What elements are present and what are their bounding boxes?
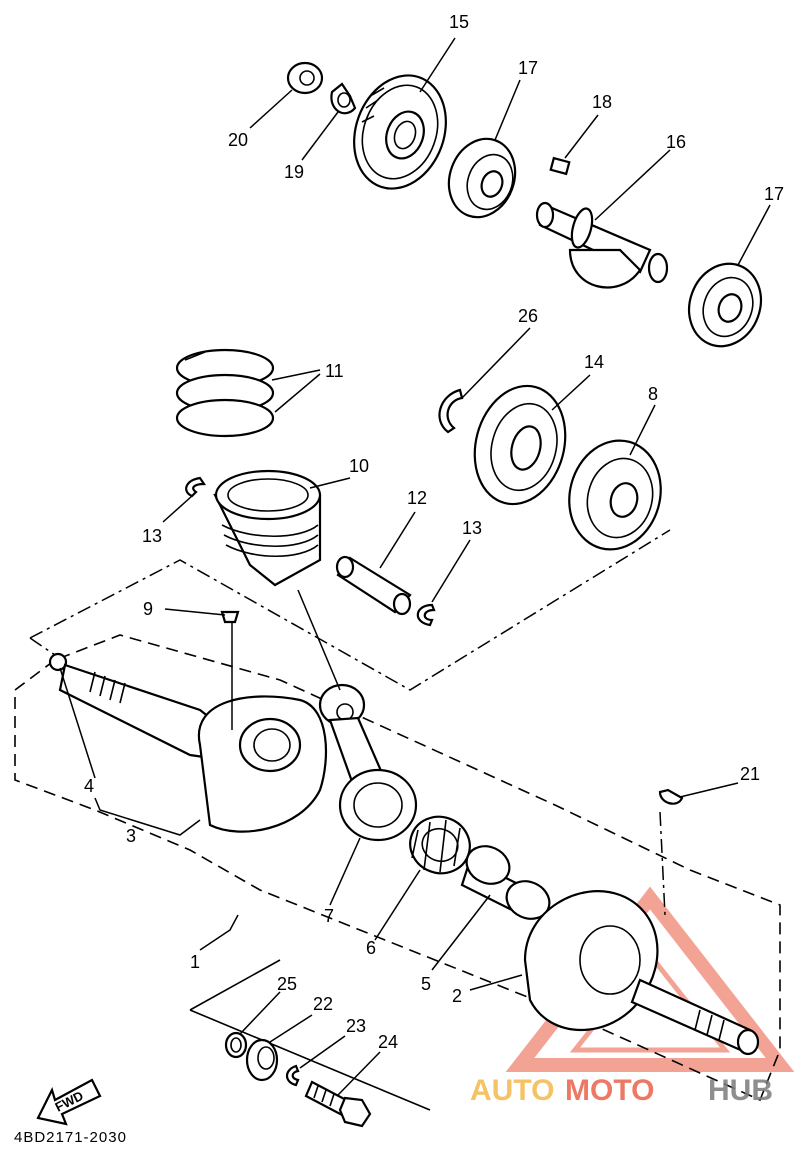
circlip-23	[285, 1064, 300, 1087]
leader-1	[199, 914, 239, 951]
piston-rings-11	[175, 348, 275, 438]
callout-6: 6	[366, 938, 376, 958]
woodruff-key-21	[658, 788, 684, 805]
callout-4: 4	[84, 776, 94, 796]
callout-24: 24	[378, 1032, 398, 1052]
balancer-shaft-16	[535, 201, 669, 289]
leader-2	[469, 974, 523, 991]
part-number-labels: 15 17 18 16 17 20 19 11 26 14 8 10 12 13…	[84, 12, 784, 1052]
leader-18	[564, 114, 599, 159]
callout-15: 15	[449, 12, 469, 32]
leader-13-right	[431, 539, 471, 603]
leader-5	[431, 894, 491, 971]
callout-17-upper: 17	[518, 58, 538, 78]
callout-2: 2	[452, 986, 462, 1006]
crankshaft-left-3	[48, 652, 328, 833]
leader-26	[461, 327, 531, 399]
callout-8: 8	[648, 384, 658, 404]
bolt-set-boundary-top	[189, 959, 281, 1011]
leader-14	[551, 374, 591, 411]
callout-7: 7	[324, 906, 334, 926]
callout-13-right: 13	[462, 518, 482, 538]
leader-3	[94, 797, 201, 836]
leader-24	[337, 1051, 381, 1096]
leader-11-b	[274, 373, 321, 413]
circlip-13-left	[185, 476, 207, 498]
callout-25: 25	[277, 974, 297, 994]
leader-17-right	[737, 204, 771, 266]
leader-7	[329, 837, 361, 906]
watermark-text-moto: MOTO	[565, 1074, 654, 1107]
nut-20	[286, 61, 324, 95]
watermark-text-auto: AUTO	[470, 1074, 554, 1107]
lock-washer-19	[330, 82, 357, 115]
crankshaft-right-2	[523, 890, 760, 1056]
piston-pin-12	[335, 555, 412, 616]
callout-19: 19	[284, 162, 304, 182]
washer-22	[245, 1038, 279, 1082]
crankshaft-set-boundary	[29, 529, 671, 691]
callout-23: 23	[346, 1016, 366, 1036]
crank-pin-5	[460, 845, 551, 920]
leader-9	[164, 608, 226, 616]
bolt-24	[304, 1080, 372, 1128]
balancer-gear-15	[353, 74, 447, 190]
leader-11-a	[271, 369, 321, 381]
bearing-17-upper	[447, 137, 517, 219]
callout-17-right: 17	[764, 184, 784, 204]
leader-23	[299, 1035, 346, 1069]
leader-20	[249, 89, 293, 129]
leader-6	[374, 869, 421, 941]
callout-16: 16	[666, 132, 686, 152]
connecting-rod-7	[318, 683, 418, 842]
leader-13-left	[162, 495, 193, 523]
callout-3: 3	[126, 826, 136, 846]
bearing-8	[568, 439, 662, 551]
watermark-wordmark: AUTO MOTO HUB	[470, 1074, 773, 1107]
forward-arrow: FWD	[36, 1078, 102, 1126]
key-axis-line	[659, 811, 666, 916]
callout-10: 10	[349, 456, 369, 476]
key-18	[549, 156, 571, 176]
drawing-code: 4BD2171-2030	[14, 1129, 127, 1146]
callout-20: 20	[228, 130, 248, 150]
leader-22	[269, 1014, 313, 1043]
callout-9: 9	[143, 599, 153, 619]
bearing-17-right	[688, 262, 762, 348]
needle-bearing-6	[409, 815, 471, 875]
callout-5: 5	[421, 974, 431, 994]
gear-14	[473, 384, 567, 506]
leader-15	[419, 37, 456, 93]
circlip-13-right	[416, 603, 436, 627]
callout-11: 11	[325, 361, 344, 381]
leader-16	[594, 149, 671, 221]
leader-8	[629, 404, 656, 456]
crankshaft-set-boundary-edge	[29, 637, 56, 656]
callout-21: 21	[740, 764, 760, 784]
callout-12: 12	[407, 488, 427, 508]
callout-1: 1	[190, 952, 200, 972]
leader-10	[309, 477, 351, 489]
callout-13-left: 13	[142, 526, 162, 546]
leader-17-upper	[494, 79, 521, 141]
leader-lines	[59, 37, 771, 1096]
leader-25	[239, 991, 281, 1035]
leader-4	[59, 667, 96, 779]
leader-19	[301, 111, 339, 161]
callout-26: 26	[518, 306, 538, 326]
assembly-boundary-dashed	[14, 634, 781, 1102]
circlip-26	[438, 388, 464, 434]
woodruff-key-9	[220, 610, 240, 624]
callout-22: 22	[313, 994, 333, 1014]
piston-10	[213, 469, 322, 587]
leader-piston-rod	[297, 589, 341, 691]
o-ring-25	[224, 1031, 248, 1059]
callout-18: 18	[592, 92, 612, 112]
leader-12	[379, 511, 416, 569]
callout-14: 14	[584, 352, 604, 372]
watermark-text-hub: HUB	[708, 1074, 773, 1107]
leader-21	[679, 782, 739, 798]
